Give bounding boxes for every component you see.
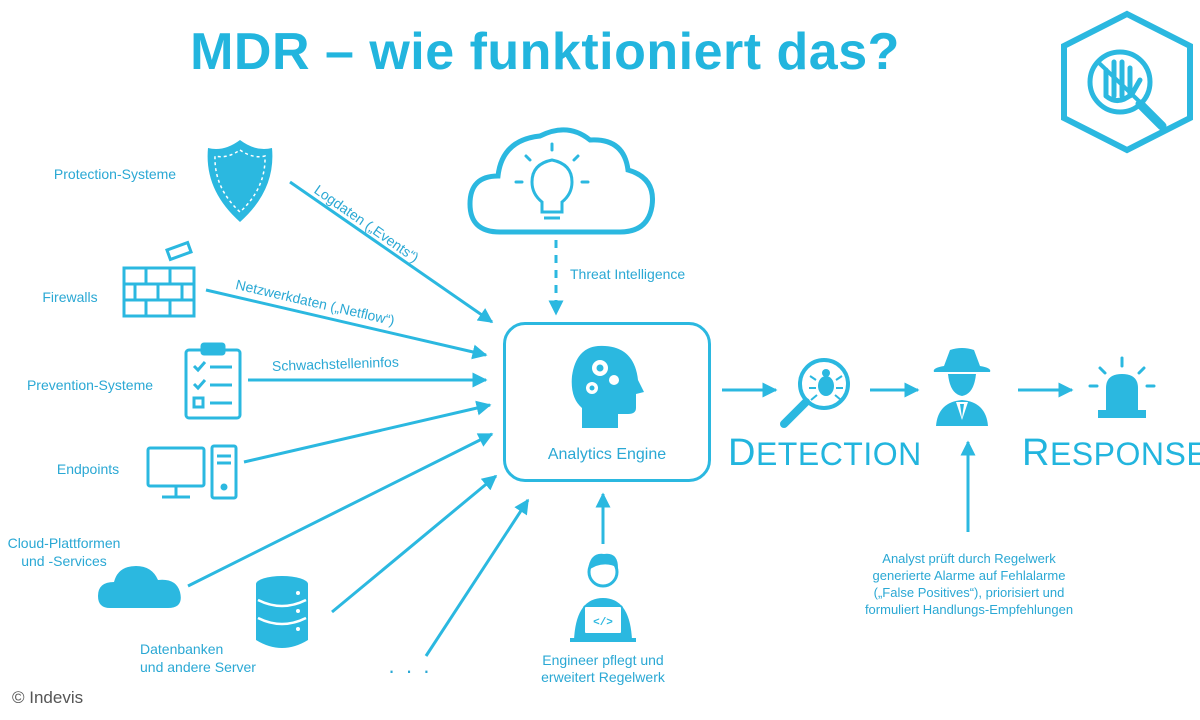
source-label-cloud: Cloud-Plattformen und -Services (7, 535, 121, 569)
edge-label-threat-intel: Threat Intelligence (570, 266, 686, 282)
bug-magnifier-icon (780, 358, 850, 428)
detection-label: DETECTION (728, 432, 922, 475)
cloud-icon (98, 566, 181, 608)
detection-initial: D (728, 432, 756, 474)
copyright-text: © Indevis (12, 688, 84, 707)
source-label-endpoints: Endpoints (56, 461, 120, 477)
database-icon (256, 576, 308, 648)
response-rest: ESPONSE (1049, 436, 1200, 472)
svg-text:</>: </> (593, 617, 613, 629)
shield-icon (207, 140, 273, 222)
source-arrows (187, 180, 530, 657)
source-label-firewalls: Firewalls (42, 289, 98, 305)
page-title: MDR – wie funktioniert das? (190, 23, 900, 81)
source-label-more: · · · (387, 658, 433, 683)
response-label: RESPONSE (1022, 432, 1200, 475)
logo-hand-icon (1061, 10, 1193, 154)
source-label-prevention: Prevention-Systeme (26, 377, 154, 393)
firewall-icon (122, 240, 196, 318)
detection-rest: ETECTION (755, 436, 922, 472)
source-label-protection: Protection-Systeme (53, 166, 177, 182)
analytics-engine-label: Analytics Engine (547, 446, 667, 463)
analyst-note: Analyst prüft durch Regelwerk generierte… (864, 551, 1074, 617)
spy-analyst-icon (933, 348, 991, 426)
response-initial: R (1022, 432, 1050, 474)
computer-icon (146, 444, 238, 500)
analytics-engine-box (503, 322, 711, 482)
engineer-note: Engineer pflegt und erweitert Regelwerk (541, 652, 665, 685)
engineer-icon: </> (570, 553, 636, 642)
cloud-lightbulb-icon (467, 127, 655, 235)
head-gears-icon (571, 345, 644, 428)
clipboard-icon (184, 342, 242, 420)
source-label-databases: Datenbanken und andere Server (140, 641, 256, 675)
siren-icon (1088, 356, 1156, 418)
